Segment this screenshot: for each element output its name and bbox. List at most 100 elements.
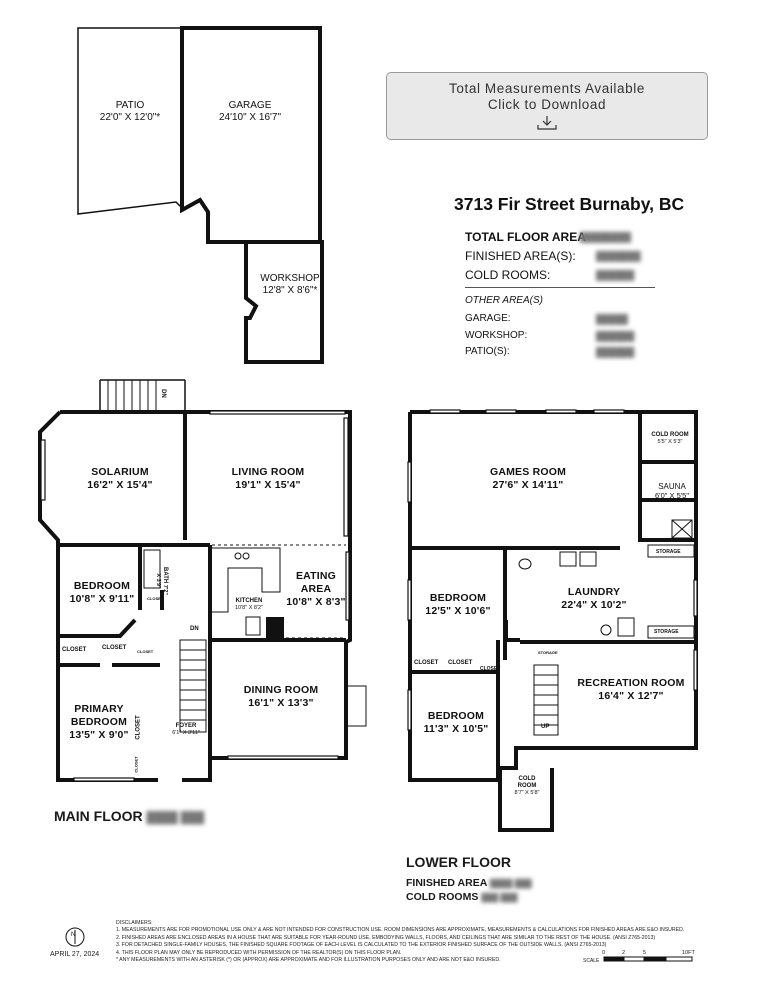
room-living-name: LIVING ROOM — [231, 466, 305, 478]
download-line2: Click to Download — [487, 97, 607, 112]
room-foyer-dim: 6'1" X 3'11" — [172, 730, 200, 736]
patio-area-label: PATIO(S): — [465, 346, 510, 357]
room-workshop: WORKSHOP 12'8" X 8'6"* — [252, 273, 328, 297]
room-bedroom-lower-1-name: BEDROOM — [429, 592, 487, 604]
room-cold-bottom-name: COLD — [518, 776, 536, 782]
closet-main-small: CLOSET — [137, 649, 154, 654]
room-eating-area: EATING AREA 10'8" X 8'3" — [286, 570, 346, 609]
room-garage-name: GARAGE — [228, 100, 272, 111]
closet-primary-v2: CLOSET — [133, 756, 139, 773]
disclaimer-line: 4. THIS FLOOR PLAN MAY ONLY BE REPRODUCE… — [116, 949, 402, 956]
room-sauna-dim: 6'0" X 5'5" — [654, 491, 690, 500]
room-games-name: GAMES ROOM — [489, 466, 567, 478]
room-eating-name2: AREA — [300, 583, 332, 595]
closet-primary-v: CLOSET — [135, 715, 142, 740]
room-sauna-name: SAUNA — [658, 482, 686, 491]
stair-up-lower: UP — [541, 724, 550, 730]
room-kitchen-name: KITCHEN — [235, 598, 263, 604]
room-living-dim: 19'1" X 15'4" — [235, 479, 301, 491]
scale-tick-5: 5 — [643, 950, 647, 956]
download-line1: Total Measurements Available — [449, 81, 645, 96]
disclaimers: DISCLAIMERS: 1. MEASUREMENTS ARE FOR PRO… — [116, 920, 756, 964]
closet-main-2: CLOSET — [102, 645, 127, 651]
stair-dn-main: DN — [190, 626, 199, 632]
other-area-label: OTHER AREA(S) — [465, 295, 543, 306]
room-games-dim: 27'6" X 14'11" — [492, 479, 564, 491]
storage-lower-3: STORAGE — [538, 650, 558, 655]
main-floor-title: MAIN FLOOR ████ ███ — [54, 808, 204, 824]
room-sauna: SAUNA 6'0" X 5'5" — [648, 482, 696, 500]
room-bedroom-lower-2: BEDROOM 11'3" X 10'5" — [420, 710, 492, 736]
room-bath-name: BATH — [162, 567, 168, 584]
room-eating-dim: 10'8" X 8'3" — [286, 596, 346, 608]
workshop-area-value: ██████ — [596, 331, 635, 341]
main-floor-area-value: ████ ███ — [146, 812, 205, 824]
disclaimer-line: 2. FINISHED AREAS ARE ENCLOSED AREAS IN … — [116, 934, 656, 941]
room-cold-top-dim: 5'5" X 5'3" — [657, 439, 683, 445]
room-bedroom-main-name: BEDROOM — [73, 580, 131, 592]
lower-floor-title: LOWER FLOOR — [406, 854, 511, 870]
room-solarium: SOLARIUM 16'2" X 15'4" — [70, 466, 170, 492]
storage-lower-2: STORAGE — [654, 629, 679, 635]
room-solarium-name: SOLARIUM — [91, 466, 149, 478]
room-kitchen: KITCHEN 10'8" X 8'2" — [226, 598, 272, 611]
north-arrow-label: N — [71, 932, 76, 938]
closet-lower-2: CLOSET — [448, 660, 473, 666]
room-recreation-name: RECREATION ROOM — [577, 677, 685, 689]
stair-dn-top: DN — [159, 389, 166, 398]
room-laundry-name: LAUNDRY — [567, 586, 621, 598]
room-cold-top-name: COLD ROOM — [651, 432, 689, 438]
scale-tick-2: 2 — [622, 950, 626, 956]
room-cold-room-top: COLD ROOM 5'5" X 5'3" — [648, 432, 692, 445]
room-eating-name: EATING — [295, 570, 337, 582]
room-primary-name: PRIMARY — [74, 703, 124, 715]
disclaimer-line: 3. FOR DETACHED SINGLE-FAMILY HOUSES, TH… — [116, 942, 607, 949]
room-patio: PATIO 22'0" X 12'0"* — [86, 100, 174, 124]
property-address: 3713 Fir Street Burnaby, BC — [454, 194, 685, 214]
room-bedroom-main: BEDROOM 10'8" X 9'11" — [64, 580, 140, 606]
finished-area-label: FINISHED AREA(S): — [465, 249, 576, 263]
storage-lower-1: STORAGE — [656, 549, 681, 555]
room-garage-dim: 24'10" X 16'7" — [218, 112, 282, 123]
lower-cold-rooms: COLD ROOMS ███ ███ — [406, 891, 518, 903]
room-laundry-dim: 22'4" X 10'2" — [561, 599, 627, 611]
lower-finished-label: FINISHED AREA — [406, 877, 487, 889]
room-patio-name: PATIO — [115, 100, 145, 111]
room-garage: GARAGE 24'10" X 16'7" — [200, 100, 300, 124]
room-workshop-name: WORKSHOP — [260, 273, 320, 284]
disclaimers-title: DISCLAIMERS: — [116, 920, 153, 926]
closet-main-tiny: CLOSET — [147, 596, 164, 601]
scale-tick-0: 0 — [602, 950, 606, 956]
lower-finished-area: FINISHED AREA ████ ███ — [406, 877, 532, 889]
disclaimer-line: * ANY MEASUREMENTS WITH AN ASTERISK (*) … — [116, 957, 501, 964]
room-bedroom-lower-2-name: BEDROOM — [427, 710, 485, 722]
download-measurements-button[interactable]: Total Measurements Available Click to Do… — [386, 72, 708, 140]
scale-label: SCALE — [583, 958, 600, 964]
room-dining: DINING ROOM 16'1" X 13'3" — [226, 684, 336, 710]
room-foyer-name: FOYER — [175, 723, 197, 729]
closet-lower-3: CLOSET — [480, 666, 501, 672]
disclaimer-line: 1. MEASUREMENTS ARE FOR PROMOTIONAL USE … — [116, 927, 685, 934]
cold-rooms-value: ██████ — [596, 270, 635, 280]
cold-rooms-label: COLD ROOMS: — [465, 268, 551, 282]
closet-lower-1: CLOSET — [414, 660, 439, 666]
main-floor-label: MAIN FLOOR — [54, 808, 143, 824]
total-floor-area-label: TOTAL FLOOR AREA — [465, 230, 586, 244]
room-primary-bedroom: PRIMARY BEDROOM 13'5" X 9'0" — [64, 703, 134, 742]
workshop-area-label: WORKSHOP: — [465, 330, 528, 341]
lower-cold-value: ███ ███ — [481, 893, 518, 902]
plan-date: APRIL 27, 2024 — [50, 951, 100, 958]
closet-main-1: CLOSET — [62, 647, 87, 653]
lower-cold-label: COLD ROOMS — [406, 891, 479, 903]
room-cold-bottom-name2: ROOM — [517, 783, 537, 789]
room-dining-dim: 16'1" X 13'3" — [248, 697, 314, 709]
room-games: GAMES ROOM 27'6" X 14'11" — [480, 466, 576, 492]
garage-area-label: GARAGE: — [465, 313, 511, 324]
room-cold-room-bottom: COLD ROOM 8'7" X 5'8" — [506, 776, 548, 796]
room-primary-name2: BEDROOM — [70, 716, 128, 728]
areas-divider — [465, 287, 655, 288]
room-bedroom-lower-2-dim: 11'3" X 10'5" — [423, 723, 489, 735]
room-kitchen-dim: 10'8" X 8'2" — [234, 605, 264, 611]
room-patio-dim: 22'0" X 12'0"* — [99, 112, 161, 123]
